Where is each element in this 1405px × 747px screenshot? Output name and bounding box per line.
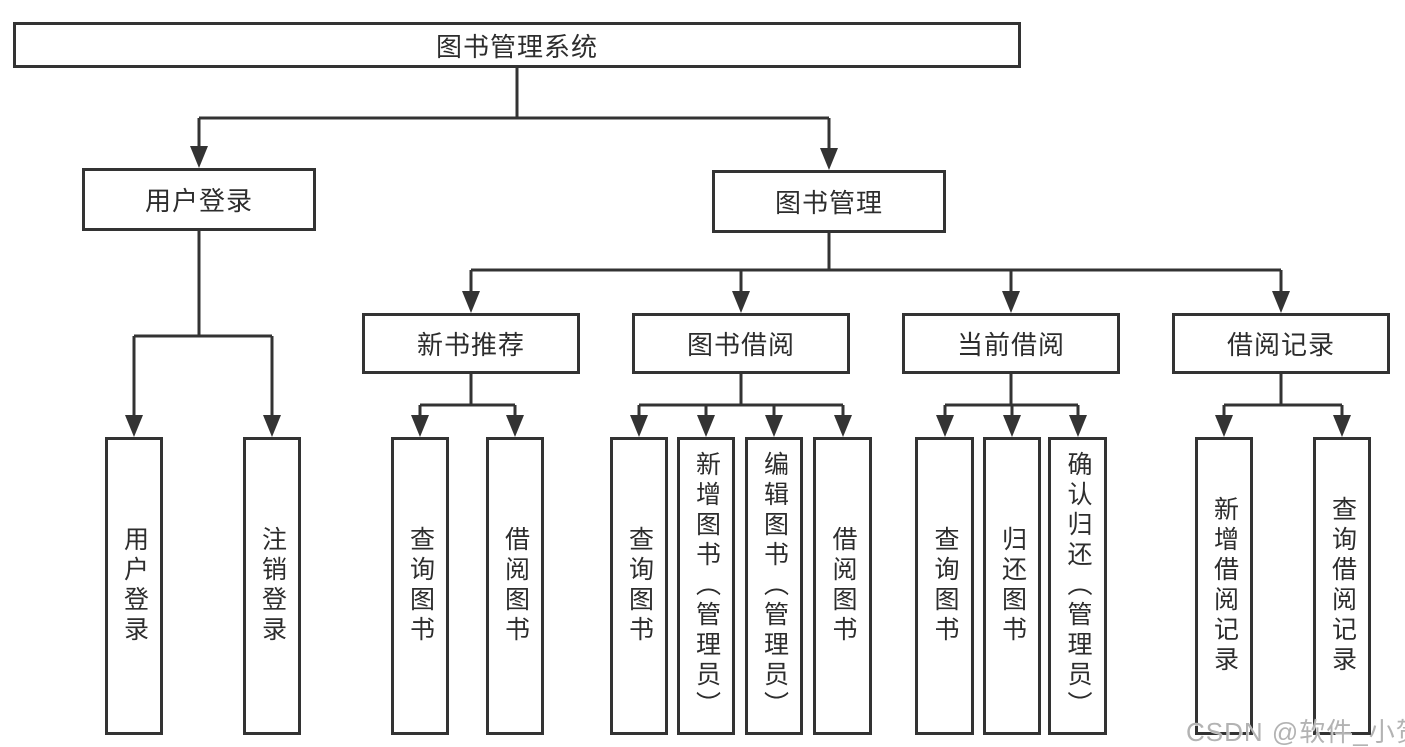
leaf-query-books-recommend: 查询图书 (391, 437, 449, 735)
connector-bookborrow-to-leaves (630, 374, 852, 437)
connector-newbook-to-leaves (411, 374, 524, 437)
node-root-library-system: 图书管理系统 (13, 22, 1021, 68)
leaf-user-login: 用户登录 (105, 437, 163, 735)
leaf-query-books-current: 查询图书 (915, 437, 974, 735)
leaf-query-borrow-record: 查询借阅记录 (1313, 437, 1371, 735)
leaf-query-borrow-record-label: 查询借阅记录 (1328, 496, 1357, 676)
leaf-logout: 注销登录 (243, 437, 301, 735)
leaf-query-books-borrowing-label: 查询图书 (625, 526, 654, 646)
connector-borrowrecords-to-leaves (1215, 374, 1351, 437)
node-book-management-label: 图书管理 (774, 188, 883, 218)
node-book-management: 图书管理 (712, 170, 946, 233)
node-book-borrowing-label: 图书借阅 (686, 330, 795, 360)
connector-userlogin-to-leaves (125, 231, 281, 437)
leaf-add-borrow-record-label: 新增借阅记录 (1210, 496, 1239, 676)
leaf-edit-books-admin-label: 编辑图书（管理员） (760, 451, 789, 721)
node-current-borrowing-label: 当前借阅 (956, 330, 1065, 360)
leaf-query-books-current-label: 查询图书 (931, 526, 959, 646)
node-root-label: 图书管理系统 (435, 31, 598, 62)
leaf-edit-books-admin: 编辑图书（管理员） (745, 437, 803, 735)
leaf-borrow-books-borrowing-label: 借阅图书 (829, 526, 857, 646)
leaf-confirm-return-admin: 确认归还（管理员） (1048, 437, 1107, 735)
connector-root-to-level1 (190, 68, 838, 170)
leaf-return-books: 归还图书 (983, 437, 1041, 735)
leaf-logout-label: 注销登录 (258, 526, 287, 646)
leaf-add-borrow-record: 新增借阅记录 (1195, 437, 1253, 735)
node-borrowing-records-label: 借阅记录 (1226, 330, 1335, 360)
leaf-return-books-label: 归还图书 (998, 526, 1027, 646)
leaf-borrow-books-borrowing: 借阅图书 (813, 437, 872, 735)
connector-bookmgmt-to-level2 (462, 233, 1290, 313)
leaf-add-books-admin-label: 新增图书（管理员） (692, 451, 721, 721)
node-book-borrowing: 图书借阅 (632, 313, 850, 374)
leaf-borrow-books-recommend-label: 借阅图书 (501, 526, 530, 646)
leaf-query-books-recommend-label: 查询图书 (406, 526, 435, 646)
node-user-login: 用户登录 (82, 168, 316, 231)
leaf-borrow-books-recommend: 借阅图书 (486, 437, 544, 735)
leaf-query-books-borrowing: 查询图书 (610, 437, 668, 735)
node-user-login-label: 用户登录 (144, 186, 253, 216)
leaf-user-login-label: 用户登录 (120, 526, 149, 646)
node-new-book-recommendation-label: 新书推荐 (416, 330, 525, 360)
leaf-confirm-return-admin-label: 确认归还（管理员） (1064, 451, 1092, 721)
node-new-book-recommendation: 新书推荐 (362, 313, 580, 374)
leaf-add-books-admin: 新增图书（管理员） (677, 437, 735, 735)
node-borrowing-records: 借阅记录 (1172, 313, 1390, 374)
connector-currentborrow-to-leaves (936, 374, 1087, 437)
csdn-watermark: CSDN @软件_小贺同学 (1186, 717, 1405, 747)
node-current-borrowing: 当前借阅 (902, 313, 1120, 374)
